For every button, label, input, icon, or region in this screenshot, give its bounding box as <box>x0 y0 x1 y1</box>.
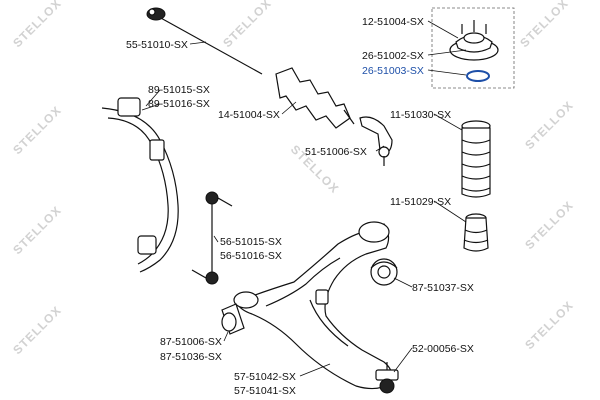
watermark-right-upper: STELLOX <box>522 98 576 152</box>
label-stab-bush-a: 89-51015-SX <box>148 84 210 96</box>
watermark-right-lower: STELLOX <box>522 298 576 352</box>
watermark-right-middle: STELLOX <box>522 198 576 252</box>
label-ball-joint: 52-00056-SX <box>412 343 474 355</box>
watermark-left-middle: STELLOX <box>10 203 64 257</box>
label-tie-rod-end: 51-51006-SX <box>305 146 367 158</box>
leader-lines <box>141 20 467 377</box>
label-strut-mount: 12-51004-SX <box>362 16 424 28</box>
label-steering-boot: 14-51004-SX <box>218 109 280 121</box>
label-stab-link-b: 56-51016-SX <box>220 250 282 262</box>
bump-stop-drawing <box>463 213 489 252</box>
label-strut-bearing-b: 26-51003-SX <box>362 65 424 77</box>
label-control-arm-b: 57-51041-SX <box>234 385 296 397</box>
stabilizer-link-drawing <box>191 191 233 285</box>
tie-rod-end-drawing <box>359 116 393 166</box>
watermark-top-center: STELLOX <box>220 0 274 50</box>
strut-mount-group-box <box>431 7 515 89</box>
label-arm-bush-rear: 87-51037-SX <box>412 282 474 294</box>
arm-bush-front-drawing <box>221 303 245 335</box>
steering-boot-drawing <box>275 67 355 129</box>
label-arm-bush-front-a: 87-51006-SX <box>160 336 222 348</box>
arm-bush-rear-drawing <box>370 258 398 286</box>
strut-mount-drawing <box>449 20 499 61</box>
label-strut-bearing-a: 26-51002-SX <box>362 50 424 62</box>
label-stab-link-a: 56-51015-SX <box>220 236 282 248</box>
stabilizer-bar-drawing <box>101 97 179 273</box>
label-bump-stop: 11-51029-SX <box>390 196 451 208</box>
label-arm-bush-front-b: 87-51036-SX <box>160 351 222 363</box>
label-dust-boot: 11-51030-SX <box>390 109 451 121</box>
watermark-top-right: STELLOX <box>517 0 571 50</box>
control-arm-drawing <box>233 221 393 390</box>
label-tie-rod-axial: 55-51010-SX <box>126 39 188 51</box>
part-labels: 12-51004-SX 26-51002-SX 26-51003-SX 55-5… <box>126 16 474 397</box>
watermark-left-upper: STELLOX <box>10 103 64 157</box>
label-stab-bush-b: 89-51016-SX <box>148 98 210 110</box>
tie-rod-axial-drawing <box>146 7 263 75</box>
ball-joint-drawing <box>375 362 399 394</box>
dust-boot-drawing <box>461 120 491 198</box>
label-control-arm-a: 57-51042-SX <box>234 371 296 383</box>
watermark-left-lower: STELLOX <box>10 303 64 357</box>
watermark-top-left: STELLOX <box>10 0 64 50</box>
strut-bearing-ring-icon <box>466 70 490 82</box>
